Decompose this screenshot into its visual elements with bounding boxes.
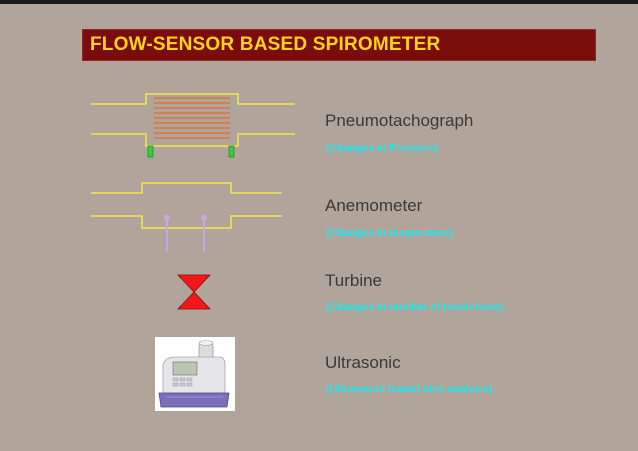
hot-wire-sensor-right — [200, 214, 208, 222]
hot-wires — [166, 218, 205, 252]
item-name-anemometer: Anemometer — [325, 196, 423, 215]
item-name-pneumotachograph: Pneumotachograph — [325, 111, 474, 130]
turbine-icon — [177, 274, 211, 310]
device-base — [158, 392, 230, 408]
ultrasonic-spirometer-device — [155, 337, 235, 411]
anemometer-diagram — [91, 182, 282, 252]
device-screen — [172, 361, 198, 376]
top-border — [0, 0, 638, 4]
item-subtitle-ultrasonic: (Ultrasound transit time analysis) — [326, 383, 493, 395]
hot-wire-sensor-left — [163, 214, 171, 222]
item-subtitle-turbine: (Changes in number of revolutions) — [326, 301, 504, 313]
pressure-port-right — [228, 145, 235, 158]
device-keypad — [172, 377, 193, 387]
slide-title: FLOW-SENSOR BASED SPIROMETER — [90, 34, 441, 55]
pressure-port-left — [147, 145, 154, 158]
pneumotachograph-diagram — [91, 93, 295, 158]
mesh-screen — [154, 97, 230, 139]
item-subtitle-anemometer: (Changes in temperature) — [326, 227, 454, 239]
item-name-turbine: Turbine — [325, 271, 383, 290]
item-subtitle-pneumotachograph: (Changes in Pressure) — [326, 142, 438, 154]
item-name-ultrasonic: Ultrasonic — [325, 353, 401, 372]
title-bar: FLOW-SENSOR BASED SPIROMETER — [82, 29, 596, 61]
